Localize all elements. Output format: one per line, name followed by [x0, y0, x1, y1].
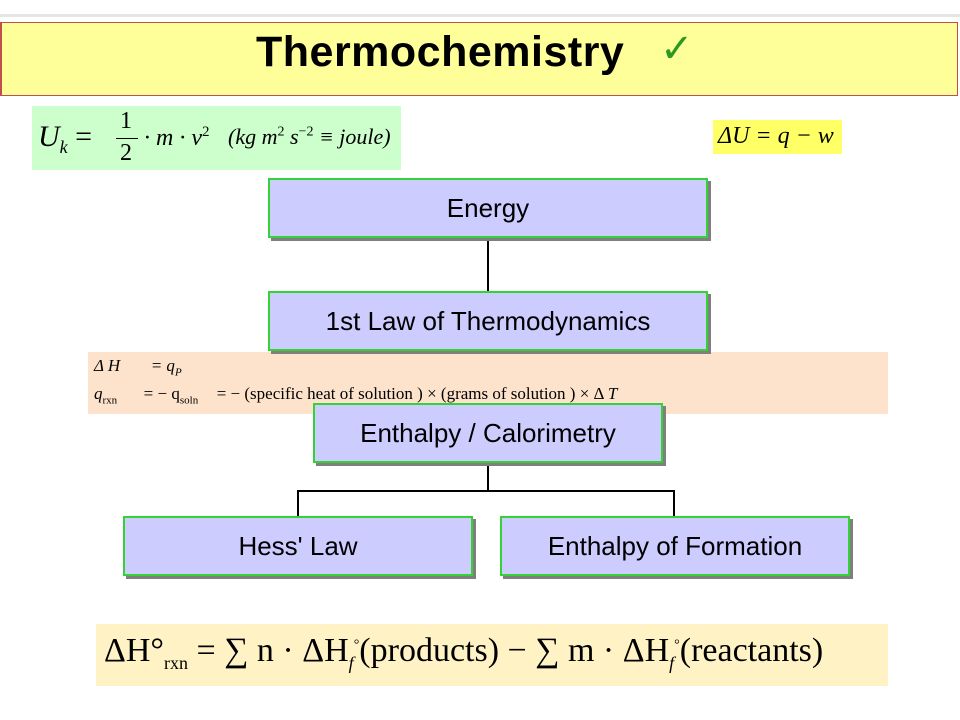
- ke-units-exp2: −2: [298, 124, 314, 140]
- connector-to-formation: [673, 490, 675, 516]
- formation-f1: f: [348, 652, 354, 673]
- formation-f2: f: [669, 652, 675, 673]
- ke-numerator: 1: [120, 108, 132, 134]
- formation-mid: = ∑ n · ΔH: [196, 632, 349, 669]
- node-enthalpy-calorimetry: Enthalpy / Calorimetry: [313, 403, 663, 463]
- page-title: Thermochemistry: [256, 28, 625, 76]
- connector-calorimetry-split: [487, 463, 489, 491]
- qsoln-eq: = − q: [143, 384, 180, 403]
- ke-sub: k: [59, 137, 68, 157]
- title-bar: [0, 22, 958, 96]
- qrxn-q: q: [94, 384, 103, 403]
- enthalpy-formation-equation: ΔH°rxn = ∑ n · ΔHf°(products) − ∑ m · ΔH…: [96, 624, 888, 686]
- enthalpy-rhs: = q: [150, 356, 175, 375]
- enthalpy-sub-p: P: [174, 366, 182, 379]
- ke-denominator: 2: [120, 140, 132, 166]
- formation-reactants: (reactants): [679, 632, 824, 669]
- node-hess-law: Hess' Law: [123, 516, 473, 576]
- delta-t: T: [607, 384, 618, 403]
- ke-fraction-bar: [116, 138, 138, 139]
- top-rule: [0, 14, 960, 17]
- connector-energy-law: [487, 238, 489, 291]
- node-energy: Energy: [268, 178, 708, 238]
- enthalpy-lhs: Δ H: [94, 356, 121, 375]
- kinetic-energy-equation: Uk = 1 2 · m · v2 (kg m2 s−2 ≡ joule): [32, 106, 401, 170]
- connector-to-hess: [297, 490, 299, 516]
- checkmark-icon: ✓: [660, 26, 694, 72]
- ke-lhs: U: [38, 120, 60, 153]
- formation-lhs-sub: rxn: [164, 652, 189, 673]
- internal-energy-text: ΔU = q − w: [718, 123, 834, 149]
- node-first-law: 1st Law of Thermodynamics: [268, 291, 708, 351]
- qrxn-sub: rxn: [102, 394, 118, 407]
- formation-deg2: °: [674, 637, 680, 653]
- qsoln-sub: soln: [179, 394, 199, 407]
- ke-units-mid: s: [284, 124, 299, 149]
- ke-units: (kg m: [228, 124, 278, 149]
- ke-exp: 2: [201, 124, 210, 140]
- ke-units-exp1: 2: [277, 124, 285, 140]
- internal-energy-equation: ΔU = q − w: [713, 120, 842, 154]
- formation-products: (products) − ∑ m · ΔH: [359, 632, 670, 669]
- connector-horizontal: [297, 490, 675, 492]
- formation-lhs: ΔH°: [104, 632, 165, 669]
- ke-units-end: ≡ joule): [313, 124, 391, 149]
- formation-deg1: °: [353, 637, 360, 653]
- node-enthalpy-formation: Enthalpy of Formation: [500, 516, 850, 576]
- calorimetry-expression: = − (specific heat of solution ) × (gram…: [216, 384, 604, 403]
- enthalpy-equations: Δ H = qP qrxn = − qsoln = − (specific he…: [88, 352, 888, 414]
- ke-body: · m · v: [144, 125, 202, 151]
